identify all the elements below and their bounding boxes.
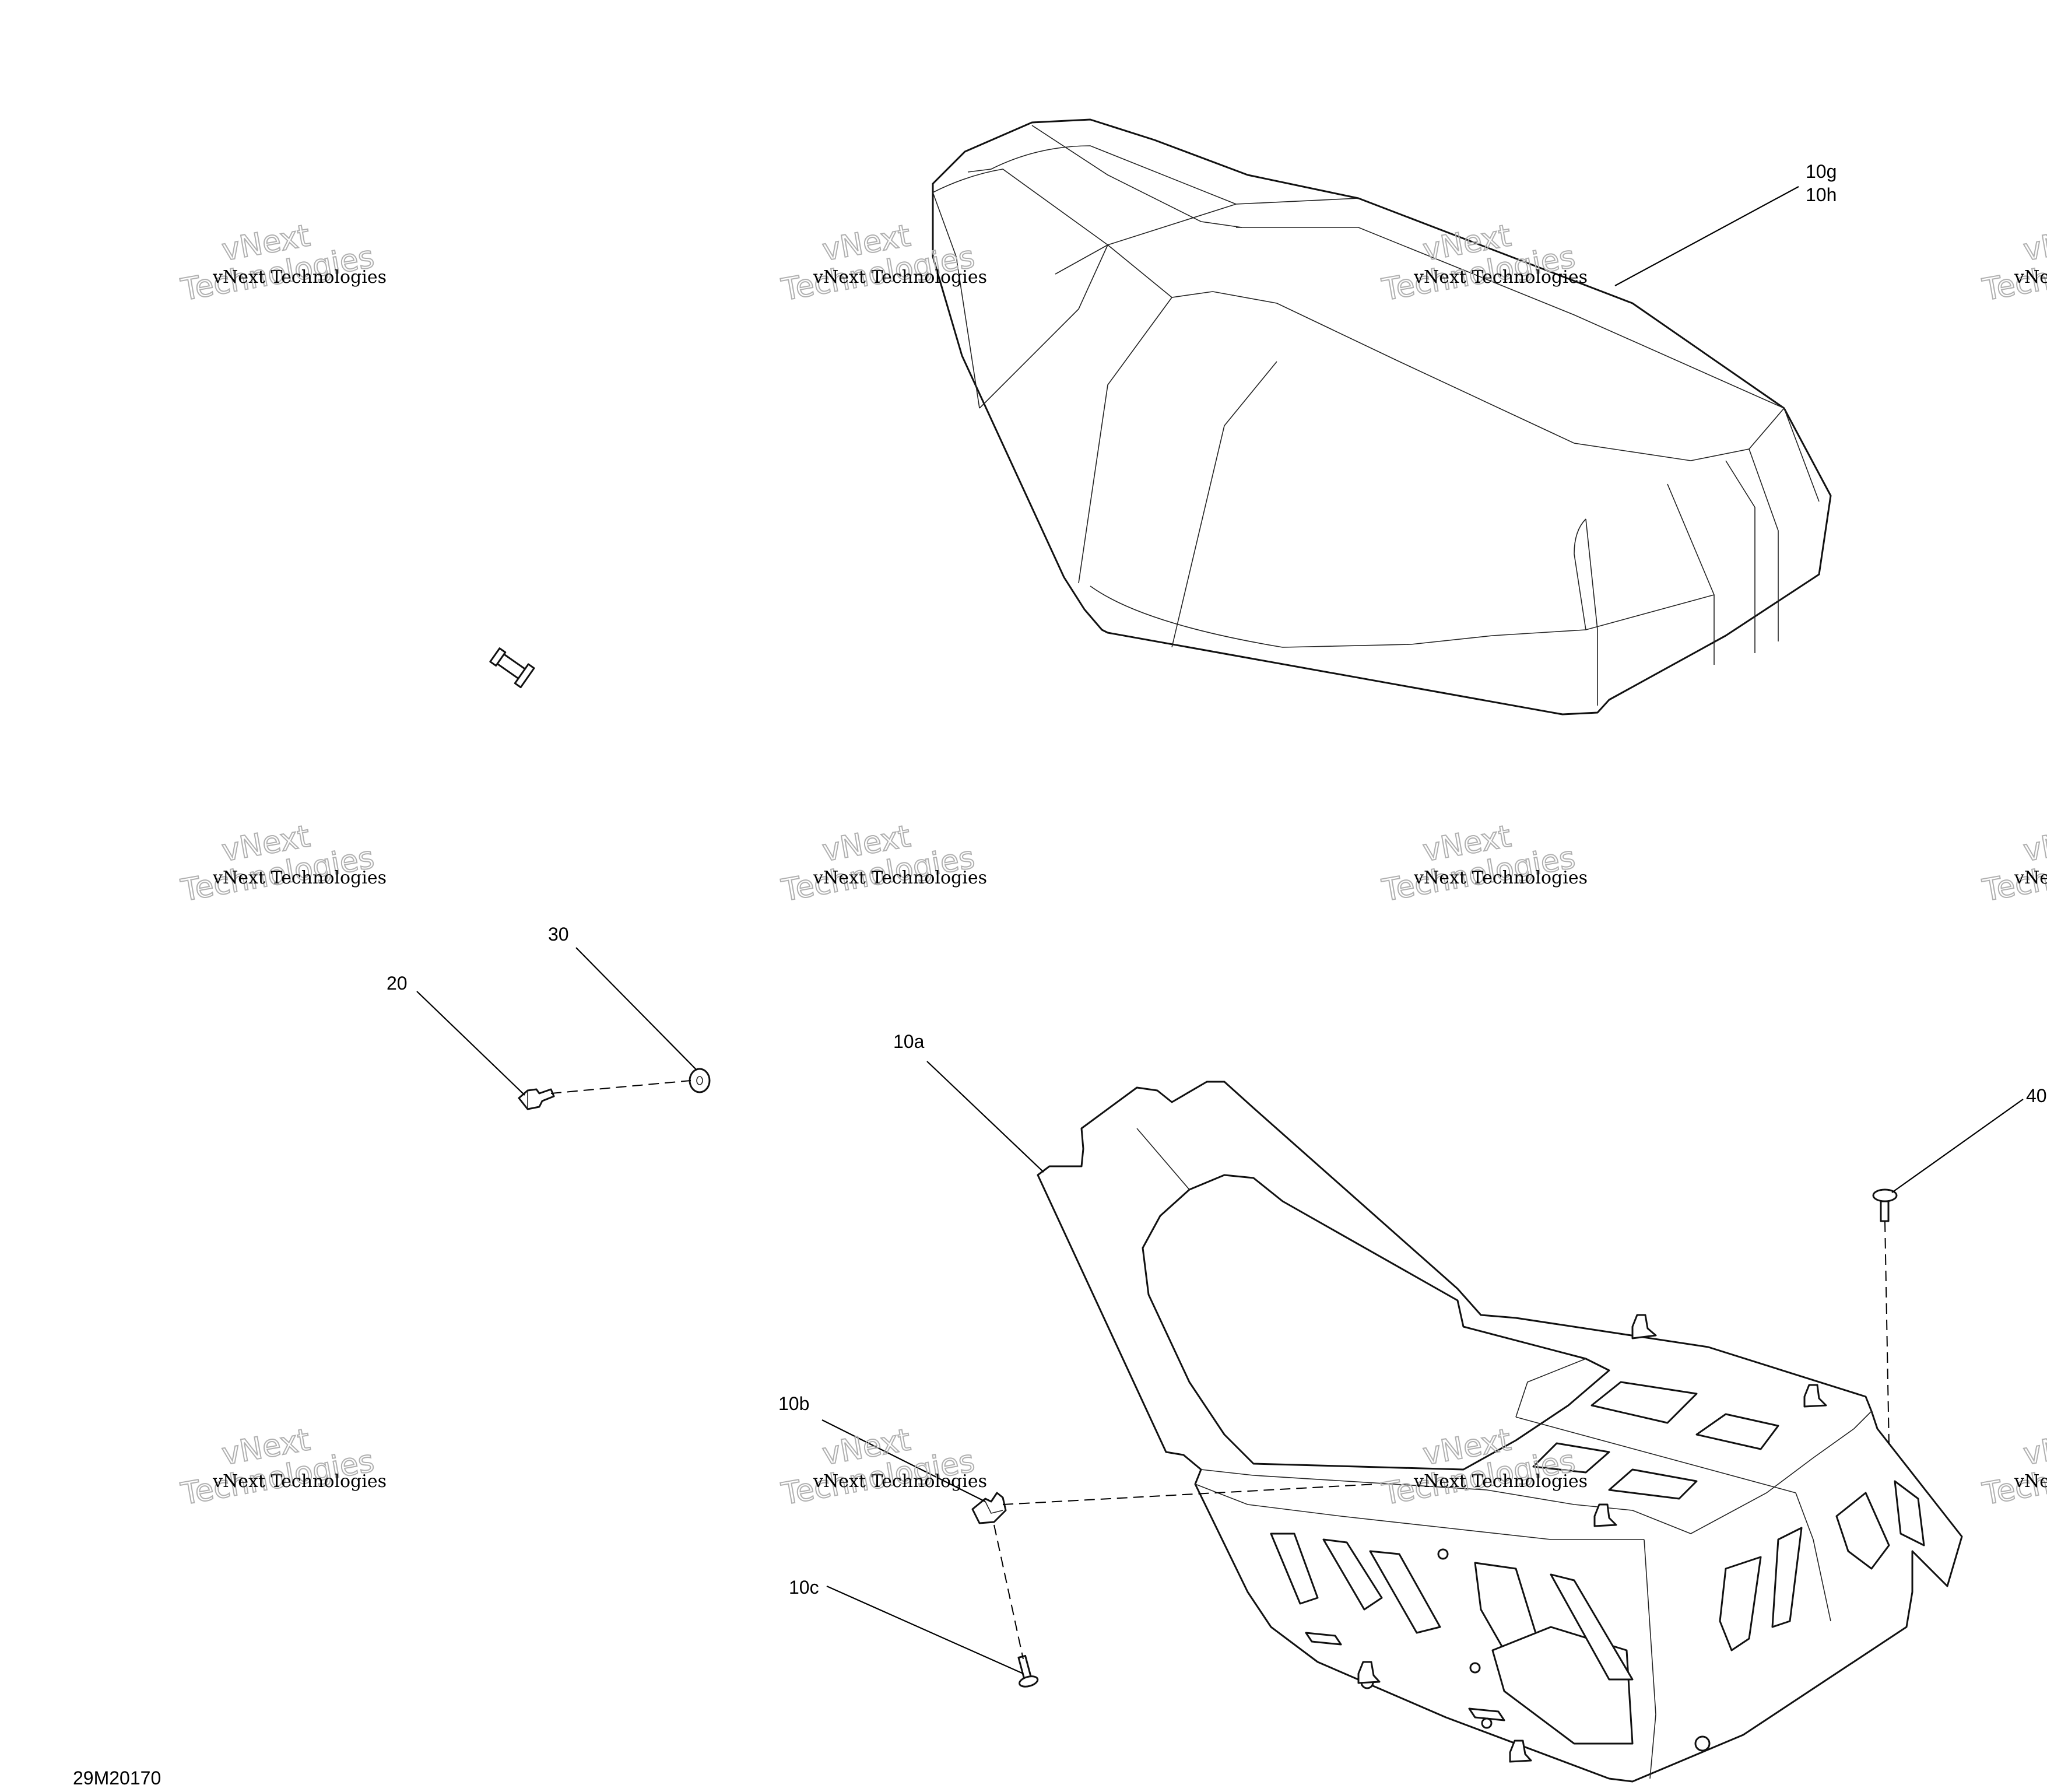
- callout-10h: 10h: [1806, 184, 1837, 205]
- svg-text:vNext Technologies: vNext Technologies: [813, 868, 987, 888]
- washer-icon: [689, 1068, 711, 1093]
- svg-text:vNext: vNext: [2021, 218, 2047, 268]
- rivet-icon: [1017, 1654, 1039, 1688]
- svg-text:vNext Technologies: vNext Technologies: [813, 1471, 987, 1492]
- svg-text:vNext Technologies: vNext Technologies: [1413, 1471, 1588, 1492]
- svg-text:vNext: vNext: [2021, 1422, 2047, 1472]
- svg-text:vNext: vNext: [2021, 819, 2047, 868]
- watermark: Technologies vNext vNext Technologies: [178, 1422, 387, 1513]
- reference-code: 29M20170: [73, 1768, 161, 1789]
- callout-30: 30: [548, 924, 569, 945]
- svg-text:vNext Technologies: vNext Technologies: [212, 1471, 387, 1492]
- svg-text:vNext Technologies: vNext Technologies: [212, 267, 387, 287]
- watermark: Technologies vNext vNext Technologies: [1979, 818, 2047, 909]
- screw-icon: [1872, 1188, 1898, 1222]
- watermark: Technologies vNext vNext Technologies: [178, 218, 387, 308]
- svg-text:vNext Technologies: vNext Technologies: [2014, 868, 2047, 888]
- callout-10g: 10g: [1806, 161, 1837, 182]
- seat-cushion: [932, 118, 1832, 716]
- callout-10a: 10a: [893, 1031, 925, 1052]
- clip-icon: [971, 1492, 1007, 1524]
- svg-text:vNext Technologies: vNext Technologies: [1413, 267, 1588, 287]
- leader-lines: [416, 186, 2024, 1675]
- watermark: Technologies vNext vNext Technologies: [1979, 218, 2047, 308]
- callout-40: 40: [2026, 1085, 2047, 1106]
- callout-10b: 10b: [778, 1393, 809, 1414]
- callout-10c: 10c: [789, 1577, 819, 1598]
- svg-text:vNext Technologies: vNext Technologies: [813, 267, 987, 287]
- watermark: Technologies vNext vNext Technologies: [778, 1422, 987, 1513]
- bolt-20-icon: [518, 1088, 555, 1110]
- svg-text:vNext Technologies: vNext Technologies: [212, 868, 387, 888]
- svg-text:vNext Technologies: vNext Technologies: [1413, 868, 1588, 888]
- seat-base: [1037, 1081, 1963, 1783]
- watermark: Technologies vNext vNext Technologies: [1979, 1422, 2047, 1513]
- watermark: Technologies vNext vNext Technologies: [178, 818, 387, 909]
- svg-text:vNext Technologies: vNext Technologies: [2014, 1471, 2047, 1492]
- watermark: Technologies vNext vNext Technologies: [778, 818, 987, 909]
- watermark: Technologies vNext vNext Technologies: [1379, 818, 1588, 909]
- callout-20: 20: [387, 973, 408, 994]
- bolt-icon: [489, 647, 535, 689]
- svg-text:vNext Technologies: vNext Technologies: [2014, 267, 2047, 287]
